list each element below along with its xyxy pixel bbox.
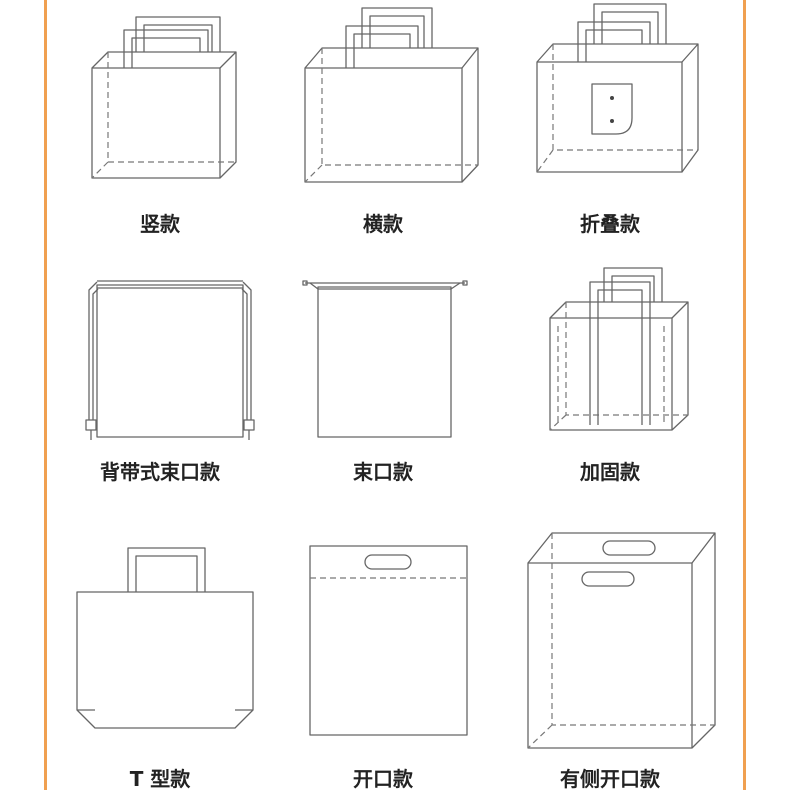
right-accent-line bbox=[743, 0, 746, 790]
style-label-folding: 折叠款 bbox=[580, 212, 640, 236]
drawstring-bag-drawing bbox=[302, 280, 468, 438]
horizontal-bag-drawing bbox=[304, 7, 479, 183]
style-label-drawstring: 束口款 bbox=[353, 460, 413, 484]
snap-dot bbox=[610, 119, 614, 123]
snap-dot bbox=[610, 96, 614, 100]
folding-bag-drawing bbox=[536, 3, 699, 173]
pocket-outline bbox=[591, 83, 633, 135]
die-cut-flat-bag-drawing bbox=[309, 545, 468, 736]
vertical-bag-drawing bbox=[91, 16, 237, 179]
style-label-reinforced: 加固款 bbox=[580, 460, 640, 484]
drawstring-backpack-drawing bbox=[85, 280, 255, 440]
handle-hole bbox=[364, 554, 412, 570]
handle-hole bbox=[581, 571, 635, 587]
style-label-die-cut: 开口款 bbox=[353, 767, 413, 791]
t-shirt-bag-drawing bbox=[76, 547, 254, 729]
style-label-horizontal: 横款 bbox=[363, 212, 403, 236]
left-accent-line bbox=[44, 0, 47, 790]
style-label-die-cut-gusset: 有侧开口款 bbox=[560, 767, 660, 791]
style-label-drawstring-backpack: 背带式束口款 bbox=[100, 460, 220, 484]
die-cut-gusset-bag-drawing bbox=[527, 532, 716, 749]
reinforced-bag-drawing bbox=[549, 267, 689, 431]
handle-hole bbox=[602, 540, 656, 556]
style-label-vertical: 竖款 bbox=[140, 212, 180, 236]
style-label-t-shirt: T 型款 bbox=[129, 767, 191, 791]
